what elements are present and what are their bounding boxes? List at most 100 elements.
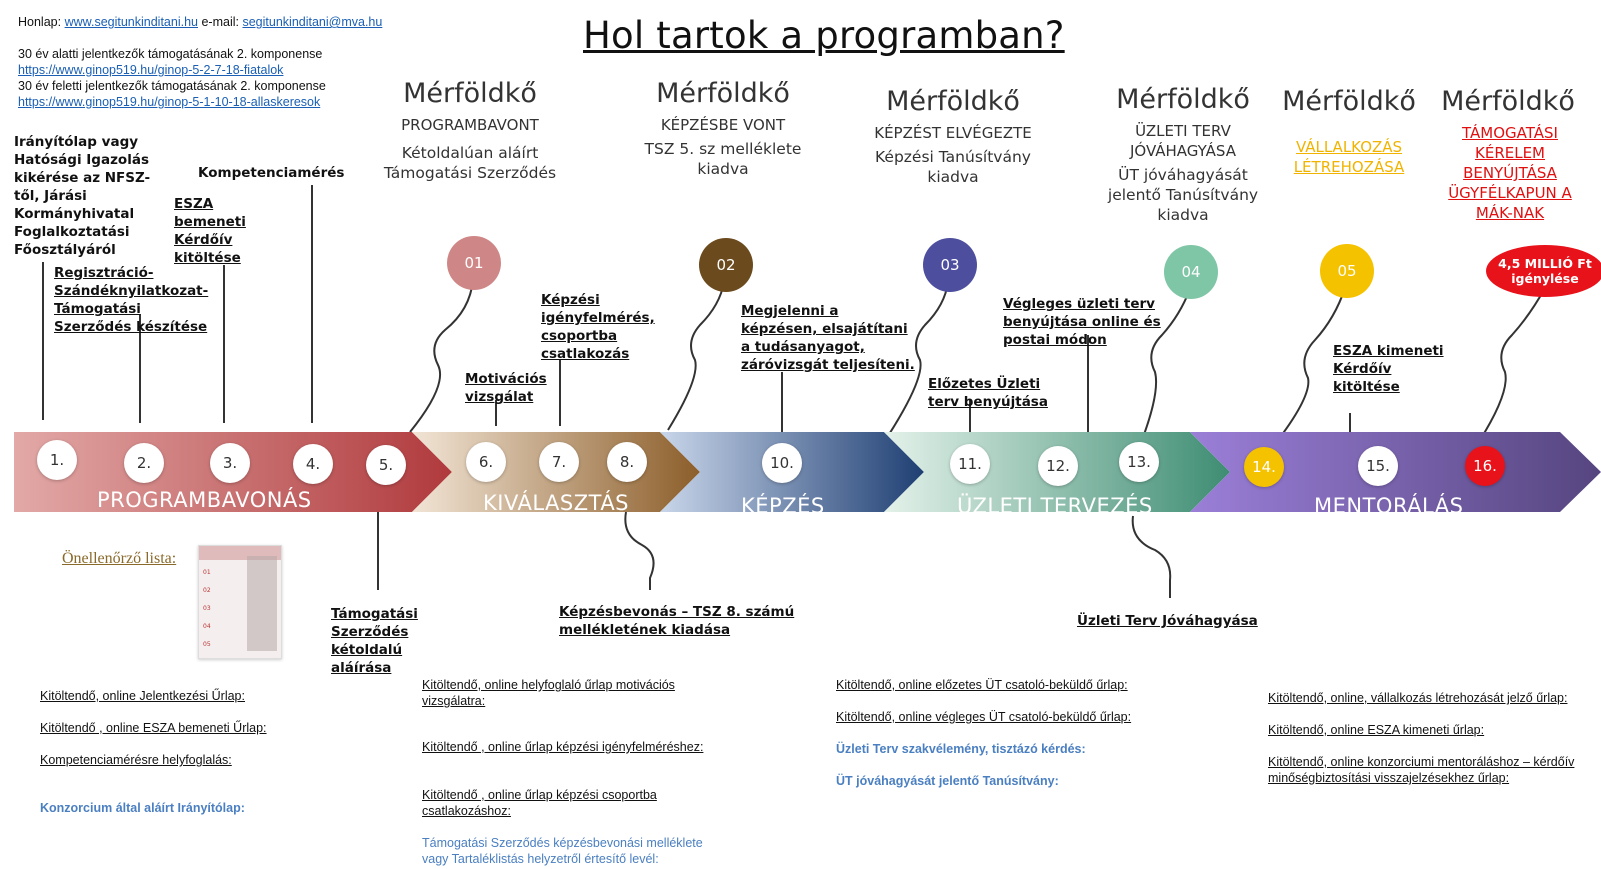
forms-column-4: Kitöltendő, online, vállalkozás létrehoz…	[1268, 690, 1588, 786]
form-document[interactable]: ÜT jóváhagyását jelentő Tanúsítvány:	[836, 774, 1059, 788]
phase-label-kepzes: KÉPZÉS	[741, 494, 825, 518]
email-label: e-mail:	[201, 15, 239, 29]
form-link[interactable]: Kitöltendő, online előzetes ÜT csatoló-b…	[836, 678, 1128, 692]
header-contact: Honlap: www.segitunkinditani.hu e-mail: …	[18, 14, 382, 30]
checklist-thumbnail[interactable]: 01 02 03 04 05	[198, 545, 282, 659]
checklist-item: 02	[203, 587, 211, 594]
step-number-8: 8.	[607, 442, 647, 482]
milestone-4: Mérföldkő ÜZLETI TERV JÓVÁHAGYÁSA ÜT jóv…	[1088, 84, 1278, 225]
page-title: Hol tartok a programban?	[583, 14, 1065, 57]
milestone-heading: Mérföldkő	[886, 86, 1020, 117]
milestone-bubble-03: 03	[923, 238, 977, 292]
under30-text: 30 év alatti jelentkezők támogatásának 2…	[18, 47, 323, 61]
form-link[interactable]: Kitöltendő, online ESZA kimeneti űrlap:	[1268, 723, 1485, 737]
step-number-6: 6.	[466, 442, 506, 482]
form-link[interactable]: Kompetenciamérésre helyfoglalás:	[40, 753, 232, 767]
checklist-label[interactable]: Önellenőrző lista:	[62, 550, 177, 567]
squiggle-8	[624, 511, 655, 590]
squiggle-01	[409, 279, 474, 433]
over30-text: 30 év feletti jelentkezők támogatásának …	[18, 79, 326, 93]
step-3-label: ESZA bemeneti Kérdőív kitöltése	[174, 196, 246, 266]
milestone-bubble-06: 4,5 MILLIÓ Ft igénylése	[1486, 245, 1601, 297]
step-12-label: Végleges üzleti terv benyújtása online é…	[1003, 296, 1161, 348]
step-number-13: 13.	[1119, 442, 1159, 482]
step-number-16: 16.	[1465, 446, 1505, 486]
milestone-1: Mérföldkő PROGRAMBAVONT Kétoldalúan aláí…	[375, 78, 565, 183]
step-5-label: Támogatási Szerződés kétoldalú aláírása	[331, 606, 418, 676]
form-document[interactable]: Üzleti Terv szakvélemény, tisztázó kérdé…	[836, 742, 1086, 756]
step-number-7: 7.	[539, 442, 579, 482]
milestone-2: Mérföldkő KÉPZÉSBE VONT TSZ 5. sz mellék…	[628, 78, 818, 179]
homepage-label: Honlap:	[18, 15, 62, 29]
milestone-3: Mérföldkő KÉPZÉST ELVÉGEZTE Képzési Tanú…	[858, 86, 1048, 187]
checklist-item: 01	[203, 569, 211, 576]
squiggle-04	[1141, 288, 1191, 441]
milestone-desc: Kétoldalúan aláírt Támogatási Szerződés	[383, 144, 557, 182]
step-6-label: Motivációs vizsgálat	[465, 371, 547, 405]
milestone-bubble-04: 04	[1164, 245, 1218, 299]
milestone-bubble-05: 05	[1320, 244, 1374, 298]
milestone-status: KÉPZÉST ELVÉGEZTE	[874, 124, 1032, 142]
over30-link[interactable]: https://www.ginop519.hu/ginop-5-1-10-18-…	[18, 95, 321, 109]
form-link[interactable]: Kitöltendő , online űrlap képzési igényf…	[422, 740, 704, 754]
milestone-status: PROGRAMBAVONT	[401, 116, 539, 134]
form-link[interactable]: Kitöltendő, online Jelentkezési Űrlap:	[40, 689, 245, 703]
milestone-status: ÜZLETI TERV JÓVÁHAGYÁSA	[1129, 122, 1236, 160]
milestone-heading: Mérföldkő	[656, 78, 790, 109]
step-15-label: ESZA kimeneti Kérdőív kitöltése	[1333, 343, 1444, 395]
step-2-label: Regisztráció-Szándéknyilatkozat-Támogatá…	[54, 265, 209, 335]
form-link[interactable]: Kitöltendő , online űrlap képzési csopor…	[422, 788, 657, 818]
form-document[interactable]: Támogatási Szerződés képzésbevonási mell…	[422, 836, 703, 866]
forms-column-2: Kitöltendő, online helyfoglaló űrlap mot…	[422, 677, 732, 867]
squiggle-02	[667, 281, 725, 431]
step-number-14: 14.	[1244, 447, 1284, 487]
step-4-label: Kompetenciamérés	[198, 165, 345, 181]
phase-label-mentoralas: MENTORÁLÁS	[1314, 494, 1464, 518]
squiggle-13	[1131, 515, 1172, 598]
step-number-2: 2.	[124, 443, 164, 483]
squiggle-03	[887, 281, 949, 437]
milestone-status: KÉPZÉSBE VONT	[660, 116, 786, 134]
step-number-12: 12.	[1038, 446, 1078, 486]
step-number-1: 1.	[37, 440, 77, 480]
form-link[interactable]: Kitöltendő , online ESZA bemeneti Űrlap:	[40, 721, 267, 735]
step-number-10: 10.	[762, 443, 802, 483]
milestone-5: Mérföldkő VÁLLALKOZÁS LÉTREHOZÁSA	[1264, 86, 1434, 177]
step-13-label: Üzleti Terv Jóváhagyása	[1077, 613, 1258, 629]
step-1-label: Irányítólap vagy Hatósági Igazolás kikér…	[14, 134, 151, 258]
forms-column-3: Kitöltendő, online előzetes ÜT csatoló-b…	[836, 677, 1136, 789]
milestone-desc: Képzési Tanúsítvány kiadva	[875, 148, 1031, 186]
step-8-label: Képzésbevonás – TSZ 8. számú mellékletén…	[559, 604, 795, 638]
milestone-heading: Mérföldkő	[403, 78, 537, 109]
step-number-15: 15.	[1358, 446, 1398, 486]
homepage-link[interactable]: www.segitunkinditani.hu	[64, 15, 198, 29]
phase-label-programbavonas: PROGRAMBAVONÁS	[97, 488, 312, 512]
milestone-heading: Mérföldkő	[1441, 86, 1575, 117]
under30-link[interactable]: https://www.ginop519.hu/ginop-5-2-7-18-f…	[18, 63, 284, 77]
milestone-status: VÁLLALKOZÁS LÉTREHOZÁSA	[1293, 138, 1405, 176]
form-document[interactable]: Konzorcium által aláírt Irányítólap:	[40, 801, 245, 815]
phase-label-kivalasztas: KIVÁLASZTÁS	[483, 491, 630, 515]
form-link[interactable]: Kitöltendő, online végleges ÜT csatoló-b…	[836, 710, 1132, 724]
step-number-5: 5.	[366, 445, 406, 485]
milestone-heading: Mérföldkő	[1116, 84, 1250, 115]
milestone-status: TÁMOGATÁSI KÉRELEM BENYÚJTÁSA ÜGYFÉLKAPU…	[1448, 124, 1572, 222]
step-number-3: 3.	[210, 443, 250, 483]
form-link[interactable]: Kitöltendő, online konzorciumi mentorálá…	[1268, 755, 1575, 785]
squiggle-05	[1274, 287, 1346, 445]
email-link[interactable]: segitunkinditani@mva.hu	[242, 15, 383, 29]
step-number-4: 4.	[293, 444, 333, 484]
milestone-desc: ÜT jóváhagyását jelentő Tanúsítvány kiad…	[1107, 166, 1259, 224]
form-link[interactable]: Kitöltendő, online helyfoglaló űrlap mot…	[422, 678, 675, 708]
checklist-item: 04	[203, 623, 211, 630]
step-11-label: Előzetes Üzleti terv benyújtása	[928, 376, 1048, 410]
milestone-heading: Mérföldkő	[1282, 86, 1416, 117]
milestone-bubble-01: 01	[447, 236, 501, 290]
forms-column-1: Kitöltendő, online Jelentkezési Űrlap: K…	[40, 688, 340, 816]
phase-label-uzleti-tervezes: ÜZLETI TERVEZÉS	[957, 494, 1153, 518]
step-number-11: 11.	[950, 444, 990, 484]
form-link[interactable]: Kitöltendő, online, vállalkozás létrehoz…	[1268, 691, 1568, 705]
milestone-6: Mérföldkő TÁMOGATÁSI KÉRELEM BENYÚJTÁSA …	[1428, 86, 1600, 223]
milestone-desc: TSZ 5. sz melléklete kiadva	[644, 140, 802, 178]
checklist-item: 05	[203, 641, 211, 648]
